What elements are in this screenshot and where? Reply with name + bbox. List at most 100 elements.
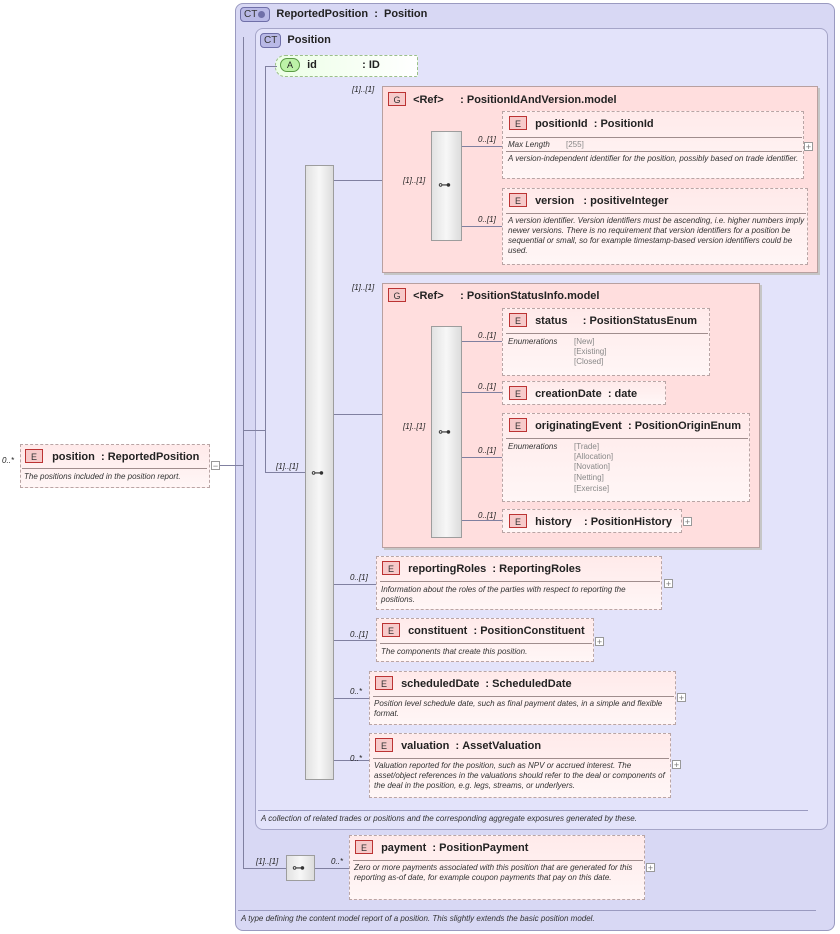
separator [506, 333, 708, 334]
element-doc: Valuation reported for the position, suc… [374, 761, 665, 790]
element-doc: A version-independent identifier for the… [508, 154, 799, 163]
element-doc: Zero or more payments associated with th… [354, 863, 633, 882]
inner-type-doc: A collection of related trades or positi… [261, 814, 637, 823]
element-type: positiveInteger [590, 195, 669, 207]
sequence-cardinality: [1]..[1] [276, 462, 299, 471]
enum-value: [Netting] [574, 473, 604, 482]
element-creationdate[interactable] [502, 381, 666, 405]
element-icon: E [509, 418, 527, 432]
element-cardinality: 0..[1] [478, 382, 496, 391]
payment-sequence[interactable] [286, 855, 315, 881]
element-sep: : [470, 625, 481, 637]
element-payment[interactable] [349, 835, 645, 900]
sequence-compositor[interactable] [305, 165, 334, 780]
expand-toggle[interactable]: + [646, 863, 655, 873]
element-name: payment [381, 842, 427, 854]
collapse-toggle[interactable]: − [211, 461, 220, 471]
element-name: position [52, 451, 95, 463]
enum-value: [Existing] [574, 347, 607, 356]
element-header: E history : PositionHistory [509, 514, 672, 528]
expand-toggle[interactable]: + [664, 579, 673, 589]
separator [380, 643, 592, 644]
group-cardinality: [1]..[1] [352, 85, 375, 94]
group-header: G <Ref> : PositionStatusInfo.model [388, 288, 599, 302]
element-type: PositionOriginEnum [634, 420, 742, 432]
element-position-header: E position : ReportedPosition [25, 449, 199, 463]
element-position-doc: The positions included in the position r… [24, 472, 181, 481]
element-constituent[interactable] [376, 618, 594, 662]
payment-seq-cardinality: [1]..[1] [256, 857, 279, 866]
element-icon: E [375, 738, 393, 752]
expand-toggle[interactable]: + [804, 142, 813, 152]
element-cardinality: 0..[1] [478, 446, 496, 455]
element-icon: E [509, 116, 527, 130]
element-cardinality: 0..[1] [350, 573, 368, 582]
connector [243, 430, 265, 431]
expand-toggle[interactable]: + [595, 637, 604, 647]
connector [462, 457, 502, 458]
element-history[interactable] [502, 509, 682, 533]
element-position[interactable] [20, 444, 210, 488]
expand-toggle[interactable]: + [672, 760, 681, 770]
element-header: E scheduledDate : ScheduledDate [375, 676, 572, 690]
connector [265, 66, 277, 67]
separator [353, 860, 643, 861]
connector [334, 640, 376, 641]
element-doc: Position level schedule date, such as fi… [374, 699, 663, 718]
enum-value: [Allocation] [574, 452, 614, 461]
connector [315, 868, 349, 869]
element-type: AssetValuation [462, 740, 542, 752]
element-reportingroles[interactable] [376, 556, 662, 610]
expand-toggle[interactable]: + [683, 517, 692, 527]
facet-value: [255] [566, 140, 584, 149]
element-name: positionId [535, 118, 588, 130]
element-doc: Information about the roles of the parti… [381, 585, 626, 604]
element-type: PositionPayment [439, 842, 529, 854]
group-sep: : [460, 290, 467, 302]
element-scheduleddate[interactable] [369, 671, 676, 725]
element-positionid[interactable] [502, 111, 804, 179]
element-type: ReportingRoles [499, 563, 582, 575]
separator [258, 810, 808, 811]
group-seq-cardinality: [1]..[1] [403, 176, 426, 185]
enum-value: [Closed] [574, 357, 604, 366]
element-icon: E [382, 561, 400, 575]
group-name: PositionStatusInfo.model [466, 290, 600, 302]
connector [334, 414, 382, 415]
connector [334, 760, 369, 761]
outer-header: CT ReportedPosition : Position [240, 7, 427, 22]
connector [334, 584, 376, 585]
enum-value: [Exercise] [574, 484, 610, 493]
group-header: G <Ref> : PositionIdAndVersion.model [388, 92, 617, 106]
element-version[interactable] [502, 188, 808, 265]
element-originatingevent[interactable] [502, 413, 750, 502]
element-header: E positionId : PositionId [509, 116, 654, 130]
element-header: E status : PositionStatusEnum [509, 313, 697, 327]
outer-type-sep: : [371, 8, 381, 20]
element-icon: E [382, 623, 400, 637]
element-sep: : [97, 451, 108, 463]
element-icon: E [375, 676, 393, 690]
complex-type-icon: CT [240, 7, 271, 22]
element-sep: : [604, 388, 615, 400]
expand-toggle[interactable]: + [677, 693, 686, 703]
connector [462, 226, 502, 227]
element-icon: E [509, 514, 527, 528]
separator [506, 438, 748, 439]
group-sequence[interactable] [431, 131, 462, 241]
element-sep: : [429, 842, 440, 854]
connector [265, 472, 312, 473]
element-doc: The components that create this position… [381, 647, 528, 656]
separator [380, 581, 660, 582]
enum-value: [Trade] [574, 442, 600, 451]
connector [462, 146, 502, 147]
connector [334, 180, 382, 181]
element-type: PositionId [600, 118, 654, 130]
facet-label: Enumerations [508, 442, 558, 451]
element-valuation[interactable] [369, 733, 671, 798]
element-header: E constituent : PositionConstituent [382, 623, 585, 637]
element-name: version [535, 195, 575, 207]
sequence-icon: ⊶ [438, 177, 451, 192]
group-sequence[interactable] [431, 326, 462, 538]
element-status[interactable] [502, 308, 710, 376]
